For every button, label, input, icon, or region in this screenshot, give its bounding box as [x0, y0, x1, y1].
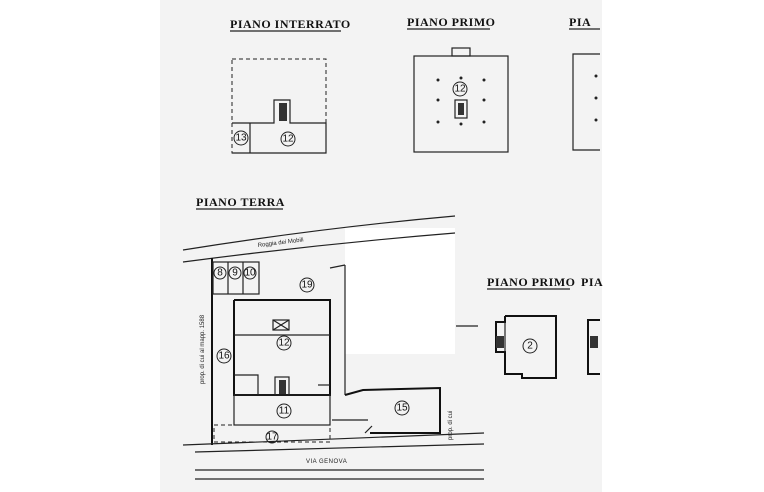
plan-piano-terra: Roggia dei Mobili prop. di cui al mapp. … — [182, 215, 485, 480]
title-piano-primo-top: PIANO PRIMO — [407, 15, 496, 29]
unit-13: 13 — [235, 133, 247, 144]
unit-12-interrato: 12 — [282, 134, 294, 145]
wall-cut — [587, 319, 600, 375]
unit-8: 8 — [217, 268, 223, 279]
label-prop-right: prop. di cui — [448, 411, 454, 440]
unit-16: 16 — [218, 351, 230, 362]
wall — [495, 315, 557, 379]
unit-19: 19 — [301, 280, 313, 291]
label-prop-left: prop. di cui al mapp. 1588 — [200, 314, 206, 384]
unit-12-terra: 12 — [278, 338, 290, 349]
unit-15-wall — [344, 386, 441, 434]
redaction-block — [345, 228, 455, 354]
unit-12-primo: 12 — [454, 84, 466, 95]
stair — [279, 103, 287, 121]
title-cut-top: PIA — [569, 15, 591, 29]
wall — [572, 53, 600, 151]
canal-edge — [182, 232, 456, 263]
label-roggia: Roggia dei Mobili — [258, 237, 304, 249]
chimney — [451, 47, 471, 57]
unit-15: 15 — [396, 403, 408, 414]
road-edge — [194, 443, 485, 453]
wall — [232, 99, 327, 154]
stair — [458, 103, 464, 115]
title-cut-right: PIA — [581, 275, 603, 289]
unit-badge — [452, 81, 468, 97]
unit-11: 11 — [279, 406, 290, 417]
title-piano-primo-right: PIANO PRIMO — [487, 275, 576, 289]
unit-10: 10 — [244, 268, 256, 279]
stair-marker — [272, 319, 290, 331]
unit-2: 2 — [527, 341, 533, 352]
plan-piano-primo-top: 12 — [413, 47, 509, 153]
stair — [454, 99, 468, 119]
label-via-genova: VIA GENOVA — [306, 459, 347, 465]
unit-badge — [280, 131, 296, 147]
plan-cut-top-right — [572, 53, 600, 151]
plan-piano-primo-right: 2 — [495, 315, 600, 379]
road-edge — [182, 432, 485, 446]
garage-block — [212, 261, 260, 295]
canal-edge — [182, 215, 456, 251]
stair — [496, 336, 504, 348]
unit-17: 17 — [266, 432, 278, 443]
unit-9: 9 — [232, 268, 238, 279]
unit-badge — [233, 130, 249, 146]
title-piano-interrato: PIANO INTERRATO — [230, 17, 351, 31]
plan-piano-interrato: 13 12 — [231, 58, 327, 154]
unit-11-room — [233, 394, 331, 426]
title-piano-terra: PIANO TERRA — [196, 195, 285, 209]
